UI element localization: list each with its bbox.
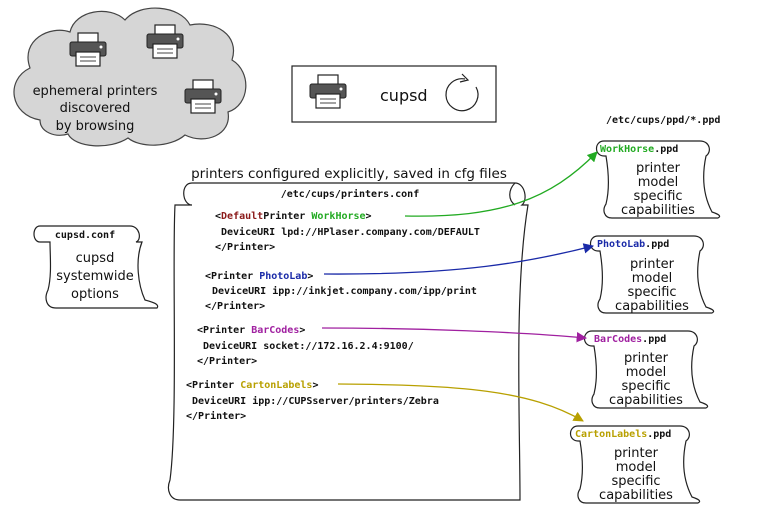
cloud-text-line: by browsing [56,119,135,134]
cupsd-conf-text-line: systemwide [56,269,134,284]
ppd-text-line: printer [624,351,669,366]
arrow-workhorse [404,151,598,217]
ppd-text-line: capabilities [621,203,695,218]
cupsd-daemon-box: cupsd [291,65,497,123]
ppd-scroll-cartonlabels: CartonLabels.ppd printer model specific … [569,425,701,504]
printer-entry-open-tag: <Printer PhotoLab> [205,270,313,282]
scroll-shape [589,235,715,314]
ephemeral-printers-cloud: ephemeral printers discovered by browsin… [13,7,247,147]
ppd-text-line: printer [630,257,675,272]
printers-conf-heading: printers configured explicitly, saved in… [191,166,507,182]
arrow-barcodes [321,327,588,343]
printer-entry-close-tag: </Printer> [215,241,275,253]
scroll-shape [33,225,159,309]
ppd-text-line: printer [636,161,681,176]
ppd-filename: WorkHorse.ppd [600,144,678,155]
ppd-text-line: specific [621,379,670,394]
printer-entry-close-tag: </Printer> [205,300,265,312]
printer-entry-barcodes: <Printer BarCodes> DeviceURI socket://17… [197,324,414,367]
printer-entry-uri: DeviceURI lpd://HPlaser.company.com/DEFA… [221,226,480,238]
arrow-photolab [323,243,595,275]
cupsd-conf-text-line: cupsd [76,251,115,266]
printer-entry-photolab: <Printer PhotoLab> DeviceURI ipp://inkje… [205,270,477,312]
ppd-text-line: capabilities [609,393,683,408]
ppd-text-line: printer [614,446,659,461]
scroll-shape [583,330,709,409]
printer-entry-close-tag: </Printer> [186,410,246,422]
cupsd-conf-scroll: cupsd.conf cupsd systemwide options [33,225,159,309]
ppd-text-line: model [626,365,666,380]
ppd-directory-label: /etc/cups/ppd/*.ppd [606,115,720,126]
ppd-text-line: capabilities [599,488,673,503]
scroll-shape [569,425,701,504]
printer-entry-uri: DeviceURI ipp://inkjet.company.com/ipp/p… [212,285,477,297]
scroll-shape [595,140,721,219]
printer-entry-workhorse: <DefaultPrinter WorkHorse> DeviceURI lpd… [215,210,480,253]
ppd-filename: PhotoLab.ppd [597,239,669,250]
ppd-text-line: model [638,175,678,190]
ppd-text-line: model [632,271,672,286]
ppd-text-line: model [616,460,656,475]
cupsd-label: cupsd [380,86,428,105]
ppd-filename: BarCodes.ppd [594,334,666,345]
cloud-text-line: discovered [60,101,131,116]
printer-entry-cartonlabels: <Printer CartonLabels> DeviceURI ipp://C… [186,379,439,422]
ppd-scroll-barcodes: BarCodes.ppd printer model specific capa… [583,330,709,409]
ppd-scroll-photolab: PhotoLab.ppd printer model specific capa… [589,235,715,314]
arrow-cartonlabels [337,383,584,422]
printers-conf-filename: /etc/cups/printers.conf [281,188,419,200]
ppd-text-line: capabilities [615,299,689,314]
printers-conf-scroll: printers configured explicitly, saved in… [167,166,529,501]
ppd-text-line: specific [627,285,676,300]
printer-entry-open-tag: <DefaultPrinter WorkHorse> [215,210,372,222]
cupsd-conf-text-line: options [71,287,119,302]
ppd-text-line: specific [611,474,660,489]
cupsd-conf-filename: cupsd.conf [55,230,115,241]
ppd-text-line: specific [633,189,682,204]
printer-entry-open-tag: <Printer BarCodes> [197,324,305,336]
printer-entry-uri: DeviceURI ipp://CUPSserver/printers/Zebr… [192,395,439,407]
printer-entry-uri: DeviceURI socket://172.16.2.4:9100/ [203,340,414,352]
printer-entry-close-tag: </Printer> [197,355,257,367]
cloud-text-line: ephemeral printers [33,84,158,99]
printer-entry-open-tag: <Printer CartonLabels> [186,379,318,391]
ppd-filename: CartonLabels.ppd [575,429,671,440]
ppd-scroll-workhorse: WorkHorse.ppd printer model specific cap… [595,140,721,219]
refresh-cycle-icon [445,73,479,112]
scroll-shape [167,182,529,501]
